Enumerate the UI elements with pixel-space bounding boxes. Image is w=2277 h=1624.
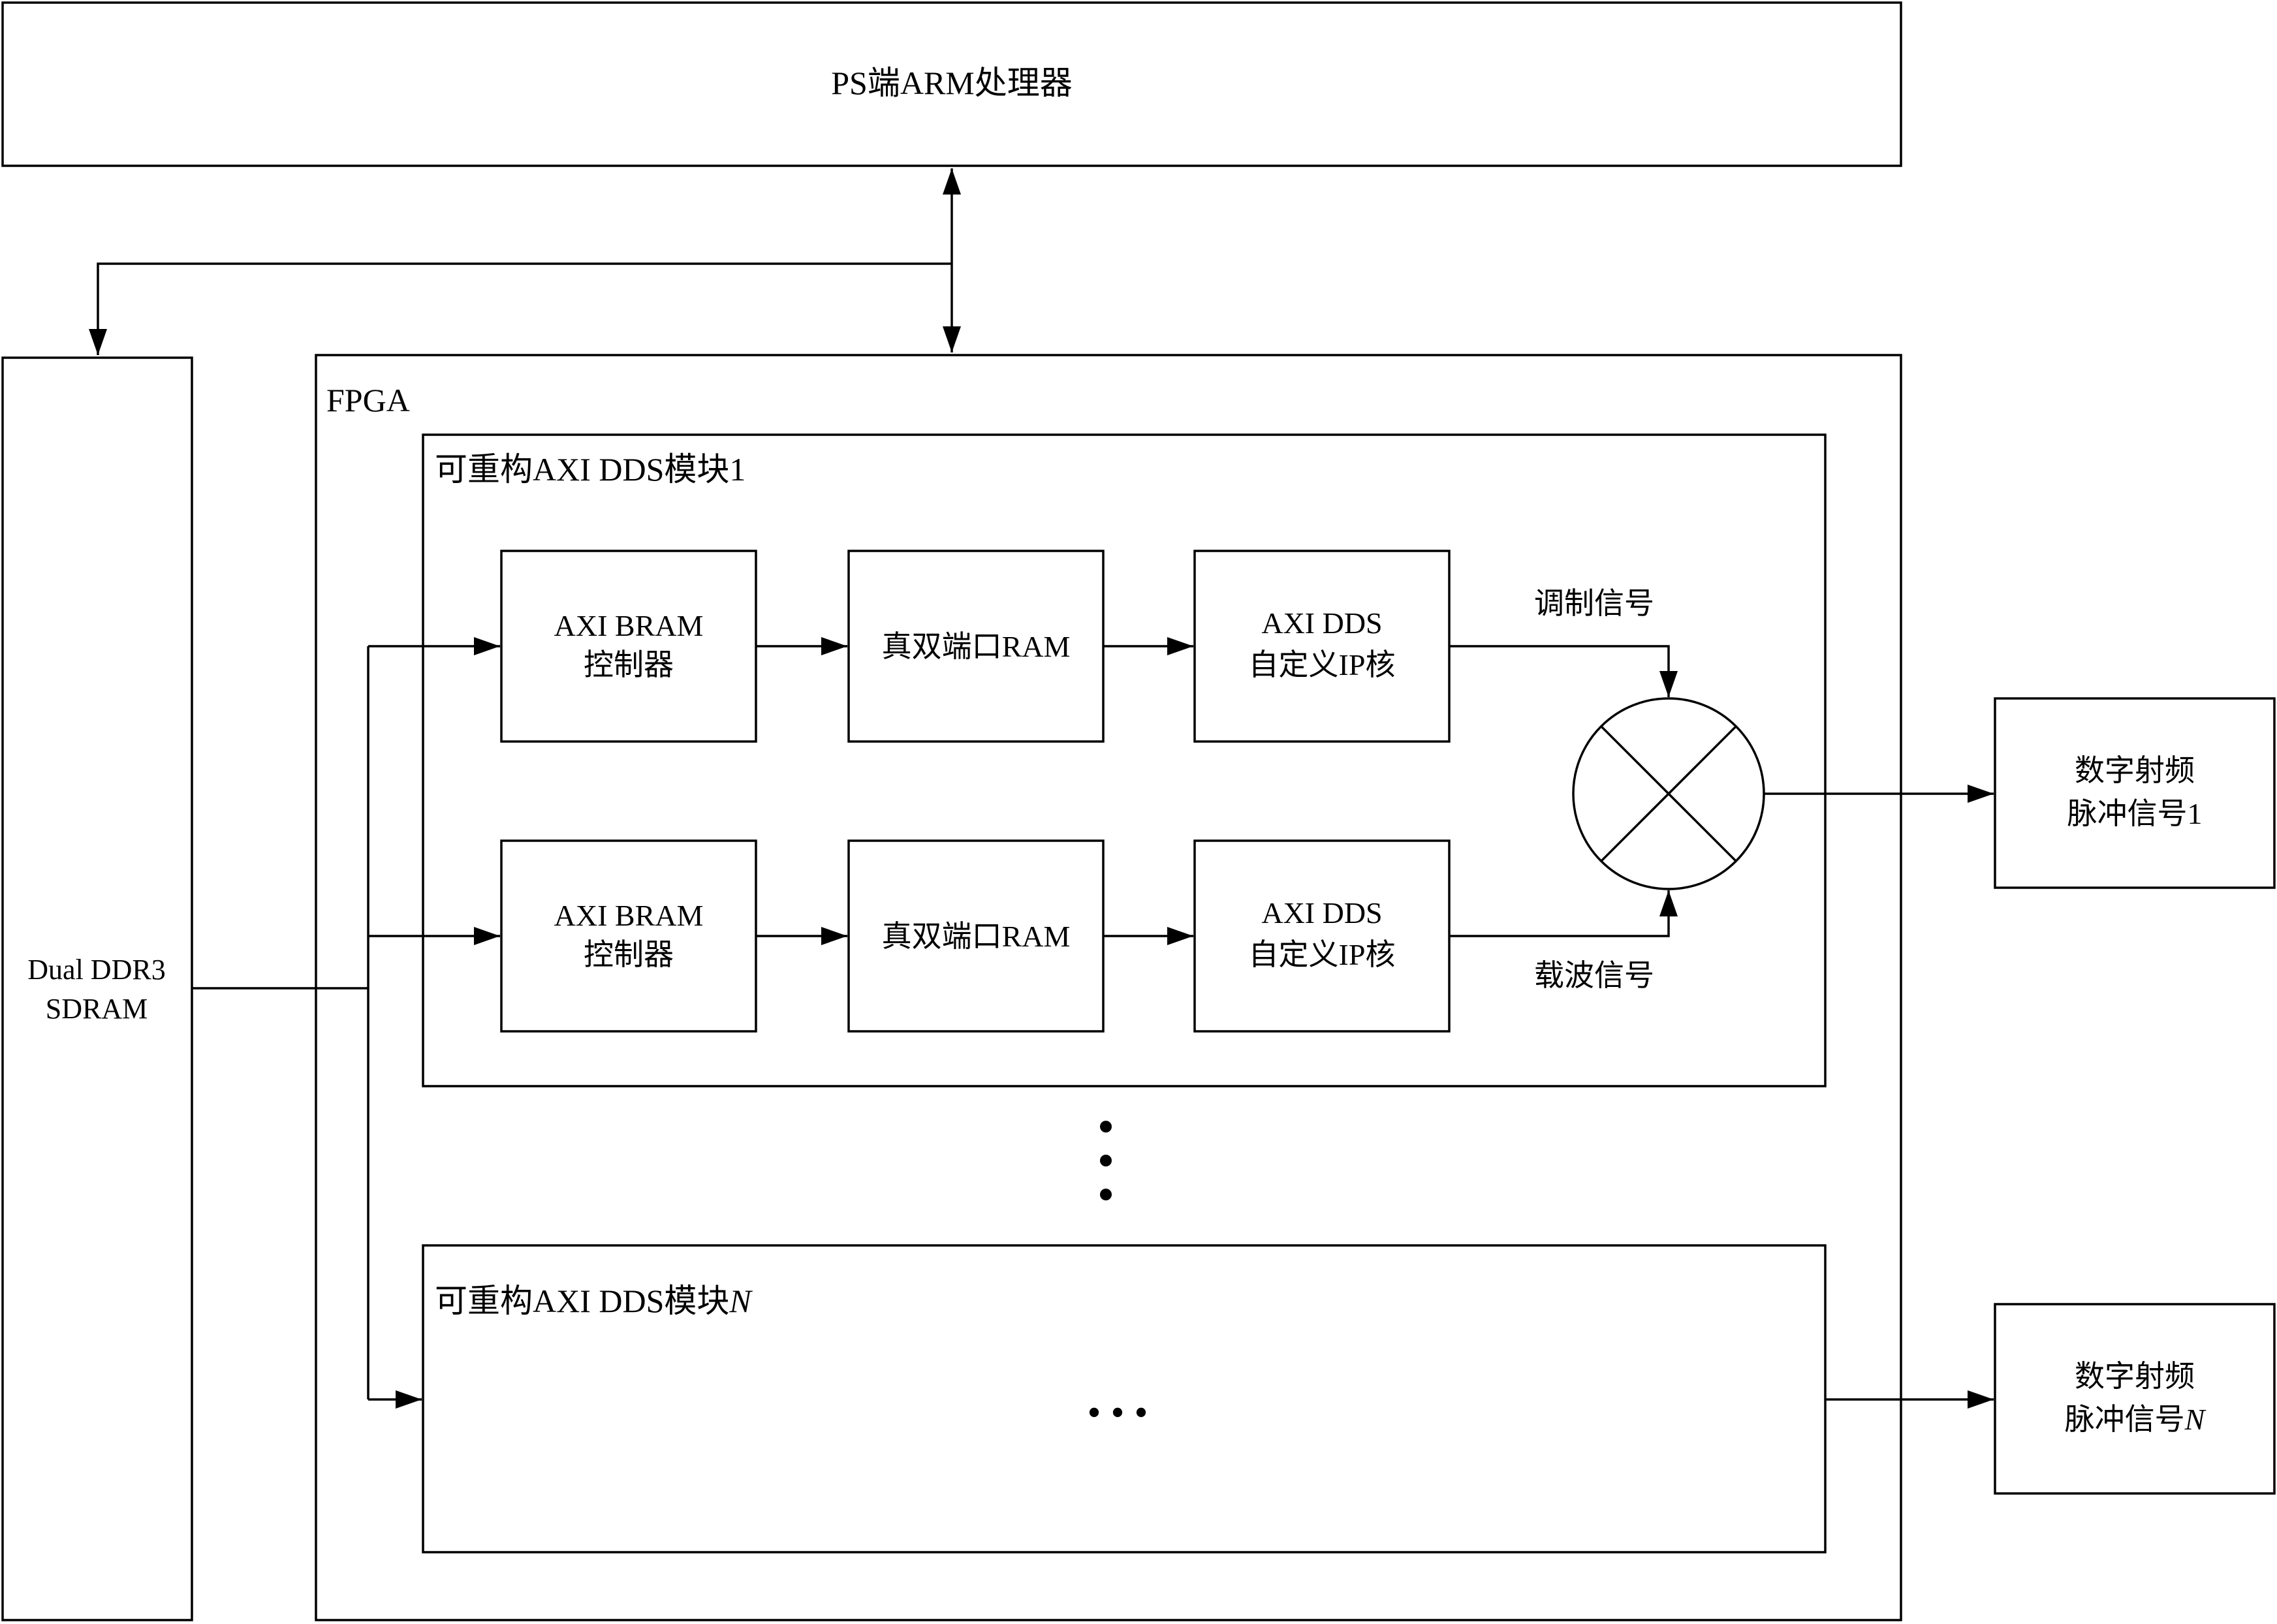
bram1-label-line1: AXI BRAM [554, 609, 704, 642]
axi-dds-ip-1: AXI DDS 自定义IP核 [1193, 550, 1451, 743]
bram-controller-1: AXI BRAM 控制器 [500, 550, 757, 743]
dds1-label-line2: 自定义IP核 [1249, 648, 1396, 681]
mod-signal-arrow [1449, 645, 1678, 697]
ps-ddr-arrow [89, 262, 952, 355]
ddr3-sdram-block: Dual DDR3 SDRAM [1, 356, 193, 1621]
bram2-label-line1: AXI BRAM [554, 899, 704, 932]
bram2-label-line2: 控制器 [584, 938, 674, 971]
fpga-label: FPGA [326, 382, 410, 418]
carrier-signal-arrow [1449, 890, 1678, 937]
dds-module-n: 可重构AXI DDS模块N • • • [422, 1244, 1827, 1554]
ram2-label: 真双端口RAM [882, 920, 1071, 953]
moduleN-title: 可重构AXI DDS模块N [435, 1283, 753, 1319]
ram1-label: 真双端口RAM [882, 630, 1071, 663]
outputN-line1: 数字射频 [2075, 1360, 2195, 1393]
dds2-label-line2: 自定义IP核 [1249, 938, 1396, 971]
dds1-label-line1: AXI DDS [1261, 606, 1382, 640]
ps-bus [89, 168, 961, 355]
dual-port-ram-2: 真双端口RAM [847, 839, 1105, 1033]
dual-port-ram-1: 真双端口RAM [847, 550, 1105, 743]
bram1-label-line2: 控制器 [584, 648, 674, 681]
axi-dds-ip-2: AXI DDS 自定义IP核 [1193, 839, 1451, 1033]
ddr-label-line1: Dual DDR3 [27, 954, 165, 986]
output-pulse-n: 数字射频 脉冲信号N [1994, 1303, 2276, 1495]
dds-module-1: 可重构AXI DDS模块1 AXI BRAM 控制器 真双端口RAM AXI D… [422, 433, 1827, 1087]
vertical-ellipsis-icon [1100, 1121, 1112, 1200]
bram-controller-2: AXI BRAM 控制器 [500, 839, 757, 1033]
dds2-label-line1: AXI DDS [1261, 896, 1382, 929]
mod-signal-label: 调制信号 [1534, 587, 1654, 620]
moduleN-ellipsis: • • • [1087, 1391, 1148, 1434]
ddr-label-line2: SDRAM [46, 993, 148, 1025]
ps-arm-processor-block: PS端ARM处理器 [1, 1, 1902, 167]
output-pulse-1: 数字射频 脉冲信号1 [1994, 697, 2276, 889]
module1-title: 可重构AXI DDS模块1 [435, 451, 746, 488]
ps-arm-label: PS端ARM处理器 [831, 65, 1073, 101]
ddr-module-bus [192, 637, 500, 1409]
output1-line1: 数字射频 [2075, 754, 2195, 787]
carrier-signal-label: 载波信号 [1534, 959, 1654, 992]
outputN-line2: 脉冲信号N [2065, 1403, 2206, 1436]
output1-line2: 脉冲信号1 [2067, 797, 2203, 830]
mixer-multiplier [1572, 697, 1765, 890]
